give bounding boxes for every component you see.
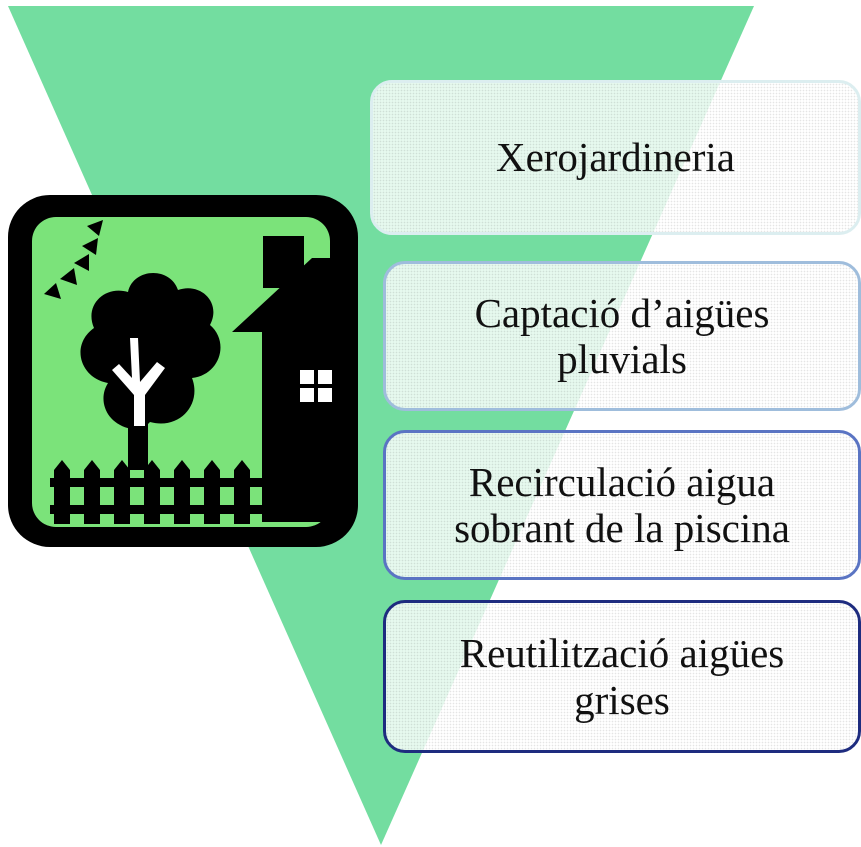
label-text: Reutilització aigües grises <box>459 630 785 723</box>
label-box-recirculacio-aigua-piscina: Recirculació aigua sobrant de la piscina <box>383 430 861 580</box>
label-box-reutilitzacio-aigues-grises: Reutilització aigües grises <box>383 600 861 753</box>
label-text: Recirculació aigua sobrant de la piscina <box>454 458 790 551</box>
label-text: Captació d’aigües pluvials <box>474 289 770 382</box>
fence-icon <box>50 460 262 524</box>
label-box-captacio-aigues-pluvials: Captació d’aigües pluvials <box>383 261 861 411</box>
label-text: Xerojardineria <box>495 134 736 181</box>
window-icon <box>300 370 332 402</box>
sun-rays-icon <box>44 220 103 299</box>
label-box-xerojardineria: Xerojardineria <box>370 80 861 235</box>
tree-icon <box>80 272 221 470</box>
house-garden-icon <box>8 195 358 547</box>
house-icon <box>232 236 332 522</box>
